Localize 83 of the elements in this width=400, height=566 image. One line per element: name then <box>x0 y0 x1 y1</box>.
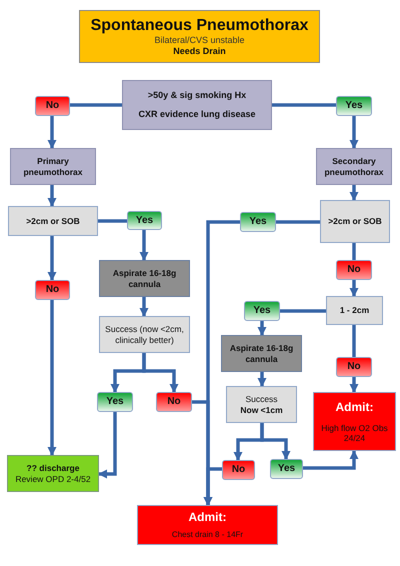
action-box <box>99 260 190 297</box>
yes-box <box>270 459 303 479</box>
admit-box <box>313 392 396 451</box>
node-text: >2cm or SOB <box>26 216 80 226</box>
question-box <box>8 206 98 236</box>
arrow <box>48 300 56 456</box>
no-box <box>336 260 372 280</box>
yes-box <box>336 96 372 116</box>
arrow <box>204 467 222 506</box>
node-text: No <box>46 284 60 296</box>
yes-box <box>244 301 280 321</box>
arrow <box>98 412 117 478</box>
connector-line <box>280 309 326 313</box>
arrow <box>140 230 148 261</box>
node-text: Yes <box>136 214 154 226</box>
node-text: Yes <box>278 463 296 475</box>
node-text: Success (now <2cm, clinically better) <box>104 324 185 345</box>
arrow <box>350 377 358 393</box>
node-text: Admit: <box>188 510 226 524</box>
node-text: Aspirate 16-18g cannula <box>228 343 294 364</box>
connector-line <box>70 103 122 107</box>
arrow <box>303 450 358 470</box>
node-text: Admit: <box>336 400 374 414</box>
connector-line <box>276 220 320 224</box>
arrow <box>260 423 290 460</box>
node-text: Yes <box>345 100 363 112</box>
connector-line <box>272 103 336 107</box>
arrow <box>258 372 266 387</box>
arrow <box>350 185 358 201</box>
node-text: No <box>347 361 361 373</box>
question-box <box>326 296 383 325</box>
category-box <box>10 148 96 185</box>
node-text: ?? discharge <box>26 463 80 474</box>
arrow <box>350 116 358 149</box>
node-text: 1 - 2cm <box>340 305 370 316</box>
node-text: No <box>232 464 246 476</box>
arrow <box>258 321 266 336</box>
arrow <box>350 280 358 297</box>
node-text: Primary pneumothorax <box>22 156 84 177</box>
arrow <box>48 236 56 281</box>
criteria-box <box>122 80 272 130</box>
node-text: No <box>347 264 361 276</box>
arrow <box>48 116 56 149</box>
result-box <box>226 386 297 423</box>
node-text: Yes <box>106 396 124 408</box>
node-text: Review OPD 2-4/52 <box>15 474 91 484</box>
node-text: Yes <box>253 305 271 317</box>
node-text: Secondary pneumothorax <box>323 156 385 177</box>
outcome-box <box>7 455 99 492</box>
node-text: Bilateral/CVS unstable <box>154 35 245 46</box>
node-text: >50y & sig smoking Hx <box>148 90 246 101</box>
title-box <box>79 10 320 63</box>
admit-box <box>137 505 278 545</box>
node-text: CXR evidence lung disease <box>138 109 256 120</box>
connector-line <box>352 325 356 357</box>
no-box <box>336 357 372 377</box>
no-box <box>35 96 70 116</box>
no-box <box>156 392 192 412</box>
yes-box <box>127 211 162 230</box>
question-box <box>320 200 390 243</box>
connector-line <box>352 243 356 260</box>
arrow <box>140 297 148 317</box>
arrow <box>142 353 178 393</box>
arrow <box>48 185 56 207</box>
category-box <box>316 148 392 185</box>
node-text: No <box>167 396 181 408</box>
result-box <box>99 316 190 353</box>
node-text: Yes <box>249 216 267 228</box>
node-text: Needs Drain <box>173 46 226 57</box>
node-text: Now <1cm <box>240 404 283 415</box>
node-text: Success <box>245 394 278 404</box>
yes-box <box>97 392 133 412</box>
no-box <box>35 280 70 300</box>
node-text: >2cm or SOB <box>328 216 382 227</box>
yes-box <box>240 212 276 232</box>
node-text: No <box>46 100 60 112</box>
node-text: Aspirate 16-18g cannula <box>112 268 178 289</box>
node-text: Chest drain 8 - 14Fr <box>172 530 244 540</box>
node-text: Spontaneous Pneumothorax <box>90 16 308 36</box>
node-text: High flow O2 Obs 24/24 <box>320 422 389 443</box>
connector-line <box>98 219 127 223</box>
no-box <box>222 460 255 480</box>
action-box <box>221 335 302 372</box>
